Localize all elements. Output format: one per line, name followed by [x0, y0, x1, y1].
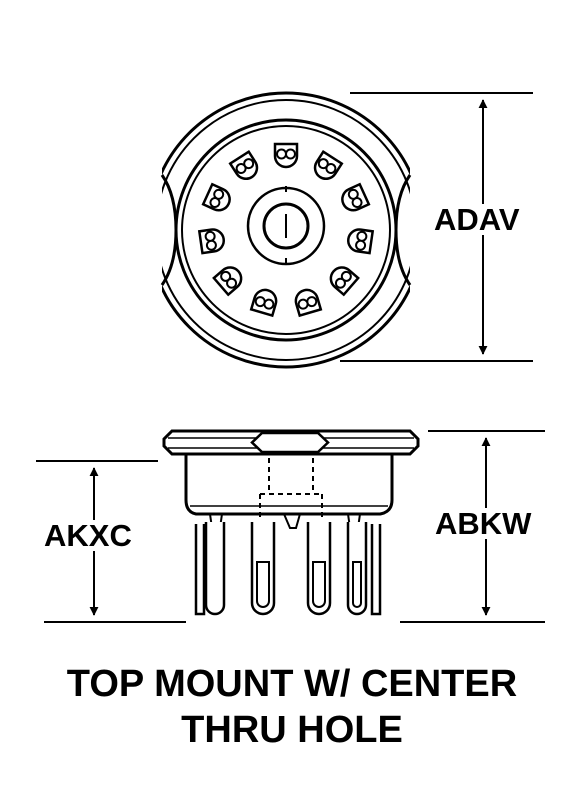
contact-cavity	[313, 149, 344, 181]
side-view	[162, 429, 420, 616]
side-tabs	[209, 513, 361, 529]
caption-line-1: TOP MOUNT W/ CENTER	[66, 663, 518, 705]
body-ring-inner	[181, 125, 391, 335]
abkw-label: ABKW	[431, 508, 536, 539]
contact-cavity	[212, 266, 243, 297]
akxc-label: AKXC	[40, 520, 136, 551]
solder-pin	[194, 524, 206, 616]
contact-cavity	[329, 266, 360, 297]
contact-cavity	[228, 149, 259, 181]
contact-cavities	[197, 142, 375, 318]
solder-pin	[250, 522, 276, 616]
contact-cavity	[294, 288, 323, 318]
contact-cavity	[249, 288, 278, 318]
left-flat	[160, 174, 178, 286]
solder-pin	[370, 524, 382, 616]
caption-line-2: THRU HOLE	[181, 709, 403, 751]
contact-cavity	[346, 228, 375, 255]
center-hole	[262, 202, 310, 250]
contact-cavity	[273, 142, 299, 169]
solder-pin	[204, 522, 226, 616]
right-flat	[394, 174, 412, 286]
contact-cavity	[197, 228, 226, 255]
solder-pins	[194, 522, 382, 616]
side-body	[184, 454, 394, 516]
side-flange	[162, 429, 420, 456]
adav-label: ADAV	[430, 204, 524, 235]
top-view	[160, 91, 412, 369]
side-hex	[250, 431, 330, 454]
contact-cavity	[341, 182, 371, 212]
flange-outline	[162, 91, 410, 369]
hidden-center-hole	[259, 458, 323, 520]
contact-cavity	[201, 182, 231, 212]
solder-pin	[306, 522, 332, 616]
solder-pin	[346, 522, 368, 616]
body-ring	[174, 118, 398, 342]
